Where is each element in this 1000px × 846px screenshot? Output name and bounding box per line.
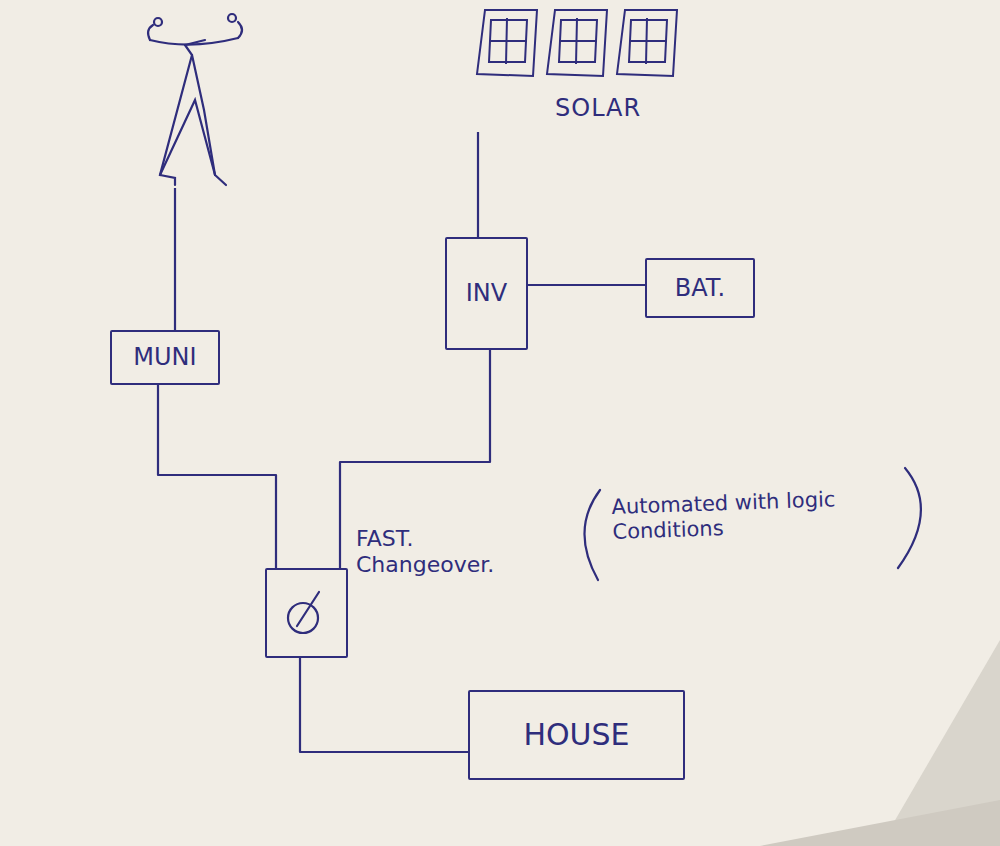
component-box: HOUSE — [468, 690, 685, 780]
note-text: Automated with logic Conditions — [611, 485, 903, 545]
wire-connector — [158, 385, 276, 568]
node-label: HOUSE — [523, 717, 629, 753]
switch-symbol — [267, 570, 346, 656]
component-box: INV — [445, 237, 528, 350]
wire-connector — [528, 284, 645, 286]
node-label: BAT. — [675, 274, 725, 303]
node-label: MUNI — [133, 343, 196, 372]
pylon-figure — [148, 14, 242, 185]
solar-panels — [465, 4, 687, 84]
node-label: SOLAR — [555, 94, 641, 123]
note-bracket — [584, 468, 920, 580]
component-box: BAT. — [645, 258, 755, 318]
solar-array: SOLAR — [465, 4, 687, 132]
node-label: FAST. Changeover. — [356, 526, 506, 579]
component-box: FAST. Changeover. — [265, 568, 348, 658]
wire-connector — [477, 132, 479, 237]
component-box: MUNI — [110, 330, 220, 385]
pylon-wire — [174, 188, 176, 330]
paper-shadow — [760, 800, 1000, 846]
wire-connector — [300, 658, 468, 752]
node-label: INV — [466, 279, 507, 308]
